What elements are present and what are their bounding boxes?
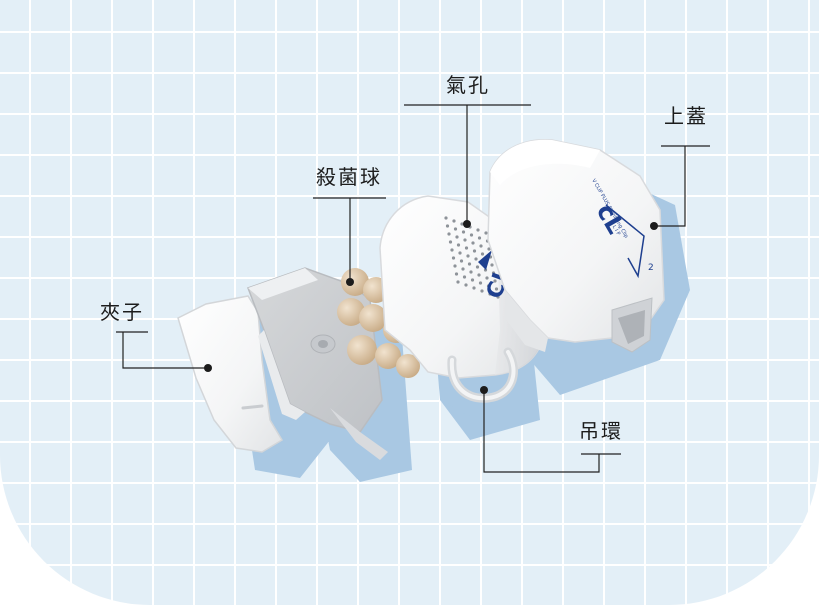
air-hole-dot [480,252,485,256]
air-hole-dot [460,222,464,226]
dot-airhole [463,220,471,228]
air-hole-dot [453,227,458,231]
dot-lanyard [480,386,488,394]
air-hole-dot [478,281,483,285]
air-hole-dot [494,287,499,291]
dot-cover [650,222,658,230]
air-hole-dot [471,241,475,245]
air-hole-dot [493,279,497,283]
air-hole-dot [476,228,480,232]
air-hole-dot [484,231,488,235]
air-hole-dot [490,263,494,267]
air-hole-dot [487,247,491,251]
air-hole-dot [452,219,456,223]
air-hole-dot [458,251,462,255]
air-hole-dot [485,276,489,280]
air-hole-dot [472,249,477,253]
label-air-hole: 氣孔 [446,73,490,97]
air-hole-dot [461,267,465,271]
air-hole-dot [466,254,470,258]
mid-body-logo-mark [478,250,492,270]
air-hole-dot [480,289,484,293]
air-hole-dot [451,256,456,260]
air-hole-dot [464,283,468,287]
air-hole-dot [461,230,466,234]
air-hole-dot [491,271,496,275]
air-hole-grid [444,216,500,299]
air-hole-dot [475,265,480,269]
air-hole-dot [464,246,469,250]
leader-clip-drop [122,332,208,369]
air-hole-dot [448,240,453,244]
air-hole-dot [477,236,482,240]
air-hole-dot [450,248,454,252]
air-hole-dot [456,280,460,284]
label-clip: 夾子 [100,300,144,324]
air-hole-dot [447,232,451,236]
air-hole-dot [453,264,457,268]
air-hole-dot [472,286,476,290]
leader-dots [204,220,658,394]
label-top-cover: 上蓋 [664,104,708,128]
air-hole-dot [455,235,459,239]
part-top-cover: cL 2 V CLIP PLUS Sterilizing Clip C L I … [487,139,665,353]
leader-cover-drop [654,146,686,227]
air-hole-dot [479,244,483,248]
part-lanyard [447,347,518,403]
air-hole-dot [470,278,475,282]
label-sterile-beads: 殺菌球 [316,165,382,189]
dot-clip [204,364,212,372]
air-hole-dot [462,275,467,279]
label-lanyard: 吊環 [579,419,623,443]
air-hole-dot [483,268,488,272]
air-hole-dot [444,216,448,220]
leader-lanyard-drop [483,390,600,473]
air-hole-dot [477,273,481,277]
cover-logo-sup: 2 [648,263,654,273]
air-hole-dot [467,262,472,266]
air-hole-dot [486,284,491,288]
leader-lines [116,104,710,473]
air-hole-dot [469,270,473,274]
air-hole-dot [445,224,450,228]
air-hole-dot [496,295,500,299]
air-hole-dot [474,257,478,261]
air-hole-dot [456,243,461,247]
air-hole-dot [463,238,467,242]
air-hole-dot [459,259,464,263]
air-hole-dot [469,233,474,237]
air-hole-dot [488,292,492,296]
dot-beads [346,278,354,286]
air-hole-dot [454,272,459,276]
